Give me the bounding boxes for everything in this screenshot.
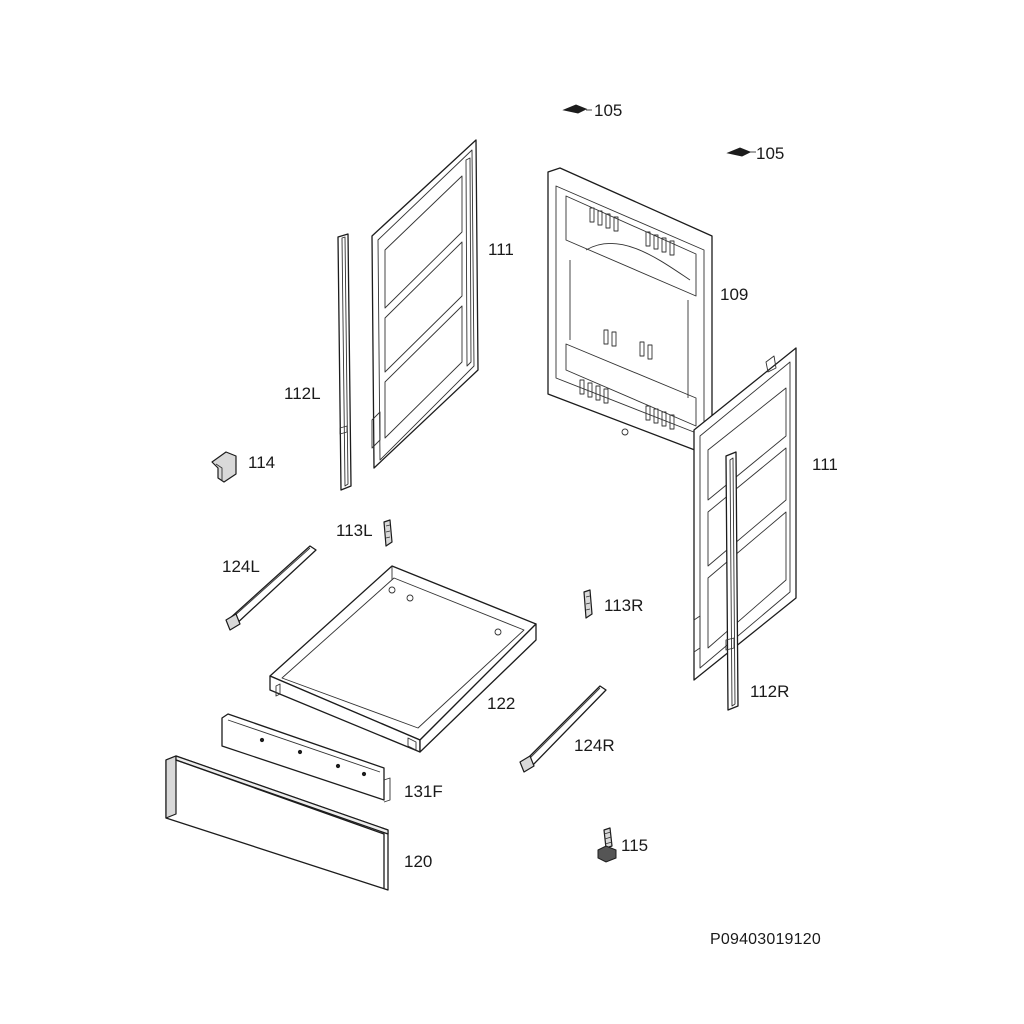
part-105-clip-top	[562, 104, 588, 114]
part-114-bracket	[211, 451, 237, 483]
label-112R: 112R	[750, 682, 790, 701]
label-124R: 124R	[574, 736, 615, 755]
part-115-adjustable-foot	[597, 827, 617, 863]
label-113R: 113R	[604, 596, 644, 615]
label-124L: 124L	[222, 557, 260, 576]
label-109: 109	[720, 285, 749, 304]
label-105-right: 105	[756, 144, 785, 163]
leader-lines	[586, 109, 756, 153]
label-115: 115	[621, 836, 649, 855]
part-131F-front-support	[221, 713, 391, 803]
label-105-top: 105	[594, 101, 623, 120]
part-105-clip-right	[726, 147, 752, 157]
part-112R-side-strip	[725, 451, 739, 711]
label-111-right-panel: 111	[812, 455, 838, 474]
label-120: 120	[404, 852, 433, 871]
label-131F: 131F	[404, 782, 443, 801]
part-111-side-panel-right	[693, 347, 797, 681]
label-111-left-panel: 111	[488, 240, 514, 259]
part-113R-hinge	[583, 589, 593, 619]
part-109-back-panel	[547, 167, 713, 453]
part-124L-telescopic-rail	[225, 545, 317, 631]
label-122: 122	[487, 694, 516, 713]
label-114: 114	[248, 453, 276, 472]
part-113L-hinge	[383, 519, 393, 547]
label-113L: 113L	[336, 521, 373, 540]
drawing-code: P09403019120	[710, 931, 821, 948]
part-111-side-panel-left	[371, 139, 479, 469]
label-112L: 112L	[284, 384, 321, 403]
part-112L-side-strip	[337, 233, 352, 491]
part-120-drawer-front	[165, 755, 389, 891]
part-124R-telescopic-rail	[519, 685, 607, 773]
part-122-drawer-tray	[269, 565, 537, 753]
